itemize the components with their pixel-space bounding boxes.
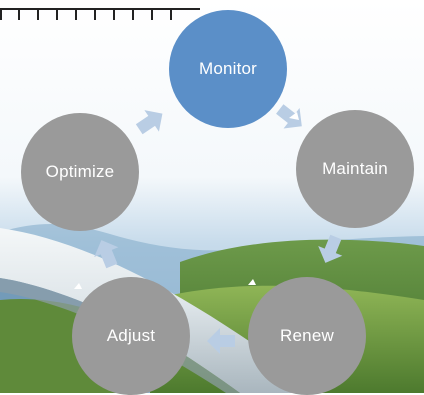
arrow-maintain-to-renew (318, 234, 343, 263)
cycle-arrows (94, 104, 343, 354)
ruler-decoration (0, 8, 200, 20)
arrow-optimize-to-monitor (135, 110, 163, 135)
node-maintain-label: Maintain (322, 159, 388, 178)
arrow-monitor-to-maintain (276, 104, 302, 129)
node-renew-label: Renew (280, 326, 334, 345)
arrow-renew-to-adjust (207, 328, 235, 354)
node-optimize: Optimize (21, 113, 139, 231)
node-adjust: Adjust (72, 277, 190, 395)
node-monitor: Monitor (169, 10, 287, 128)
node-optimize-label: Optimize (45, 162, 115, 181)
node-adjust-label: Adjust (106, 326, 156, 345)
node-monitor-label: Monitor (198, 59, 258, 78)
node-renew: Renew (248, 277, 366, 395)
node-maintain: Maintain (296, 110, 414, 228)
sparkle-marks (74, 112, 299, 289)
arrow-adjust-to-optimize (94, 240, 119, 269)
